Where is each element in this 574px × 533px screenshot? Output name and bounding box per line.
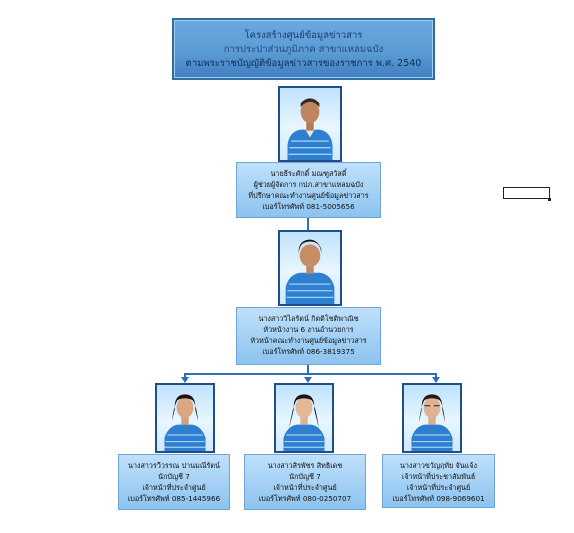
- title-line-2: การประปาส่วนภูมิภาค สาขาแหลมฉบัง: [223, 44, 384, 55]
- level3-left-position: นักบัญชี 7: [158, 472, 190, 481]
- connector-l2-branch: [307, 365, 309, 375]
- level3-left-name: นางสาวรวีวรรณ ปานมณีรัตน์: [128, 461, 220, 470]
- photo-level2: [278, 230, 342, 306]
- level2-role: หัวหน้าคณะทำงานศูนย์ข้อมูลข่าวสาร: [250, 336, 367, 345]
- level1-role: ที่ปรึกษาคณะทำงานศูนย์ข้อมูลข่าวสาร: [248, 191, 369, 200]
- org-chart-title: โครงสร้างศูนย์ข้อมูลข่าวสาร การประปาส่วน…: [172, 18, 435, 80]
- connector-branch-horizontal: [185, 373, 437, 375]
- info-box-level1: นายธีระศักดิ์ มณฑูสวัสดิ์ ผู้ช่วยผู้จัดก…: [236, 162, 381, 218]
- level1-phone: เบอร์โทรศัพท์ 081-5005656: [262, 202, 355, 211]
- level2-position: หัวหน้างาน 6 งานอำนวยการ: [263, 325, 354, 334]
- info-box-level3-left: นางสาวรวีวรรณ ปานมณีรัตน์ นักบัญชี 7 เจ้…: [118, 454, 230, 510]
- photo-level3-left: [155, 383, 215, 453]
- blank-selection-box[interactable]: [503, 187, 550, 199]
- connector-branch-left: [184, 373, 186, 377]
- level3-left-phone: เบอร์โทรศัพท์ 085-1445966: [127, 494, 221, 503]
- info-box-level3-center: นางสาวสิรพัชร สิทธิเดช นักบัญชี 7 เจ้าหน…: [244, 454, 366, 510]
- arrow-right: [432, 377, 440, 383]
- info-box-level2: นางสาววิไลรัตน์ กิตติโชติพาณิช หัวหน้างา…: [236, 307, 381, 365]
- level3-center-phone: เบอร์โทรศัพท์ 080-0250707: [258, 494, 352, 503]
- connector-branch-right: [435, 373, 437, 377]
- level3-right-name: นางสาวขวัญฤทัย จันแจ้ง: [399, 461, 478, 470]
- photo-level3-right: [402, 383, 462, 453]
- title-line-1: โครงสร้างศูนย์ข้อมูลข่าวสาร: [244, 30, 363, 41]
- photo-level1: [278, 86, 342, 162]
- level2-name: นางสาววิไลรัตน์ กิตติโชติพาณิช: [258, 314, 359, 323]
- level3-right-position: เจ้าหน้าที่ประชาสัมพันธ์: [401, 472, 476, 481]
- level3-left-role: เจ้าหน้าที่ประจำศูนย์: [142, 483, 206, 492]
- arrow-center: [304, 377, 312, 383]
- level3-center-role: เจ้าหน้าที่ประจำศูนย์: [273, 483, 337, 492]
- info-box-level3-right: นางสาวขวัญฤทัย จันแจ้ง เจ้าหน้าที่ประชาส…: [382, 454, 495, 508]
- level3-center-position: นักบัญชี 7: [289, 472, 321, 481]
- level3-right-phone: เบอร์โทรศัพท์ 098-9069601: [392, 494, 485, 503]
- level1-position: ผู้ช่วยผู้จัดการ กปภ.สาขาแหลมฉบัง: [253, 180, 364, 189]
- arrow-left: [181, 377, 189, 383]
- connector-l1-l2: [307, 218, 309, 230]
- level3-right-role: เจ้าหน้าที่ประจำศูนย์: [406, 483, 471, 492]
- selection-handle[interactable]: [548, 198, 551, 201]
- level2-phone: เบอร์โทรศัพท์ 086-3819375: [262, 347, 355, 356]
- level3-center-name: นางสาวสิรพัชร สิทธิเดช: [267, 461, 343, 470]
- photo-level3-center: [274, 383, 334, 453]
- level1-name: นายธีระศักดิ์ มณฑูสวัสดิ์: [270, 169, 347, 178]
- title-line-3: ตามพระราชบัญญัติข้อมูลข่าวสารของราชการ พ…: [185, 58, 422, 69]
